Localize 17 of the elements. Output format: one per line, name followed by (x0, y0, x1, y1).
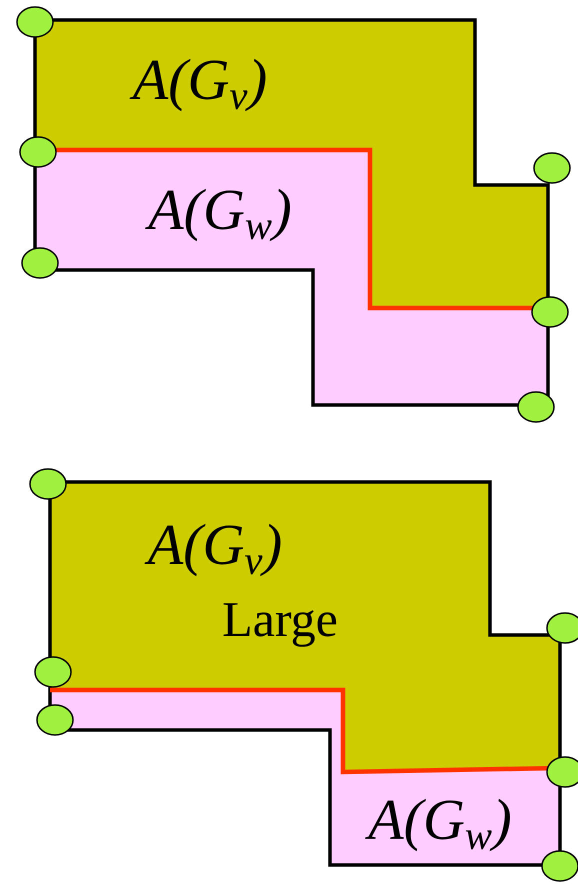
region-label: A(G$_{v}$) (144, 524, 280, 576)
region-label: A(G$_{w}$) (145, 188, 290, 242)
vertex-dot (533, 152, 571, 184)
vertex-dot (16, 6, 54, 38)
vertex-dot (546, 612, 578, 644)
vertex-dot (531, 296, 569, 328)
vertex-dot (34, 656, 72, 688)
vertex-dot (517, 391, 555, 423)
vertex-dot (541, 850, 578, 882)
vertex-dot (21, 247, 59, 279)
vertex-dot (546, 756, 578, 788)
vertex-dot (36, 704, 74, 736)
region-label: A(G$_{v}$) (130, 58, 266, 112)
vertex-dot (29, 468, 67, 500)
size-label: Large (224, 603, 336, 647)
region-label: A(G$_{w}$) (365, 798, 510, 852)
vertex-dot (19, 136, 57, 168)
